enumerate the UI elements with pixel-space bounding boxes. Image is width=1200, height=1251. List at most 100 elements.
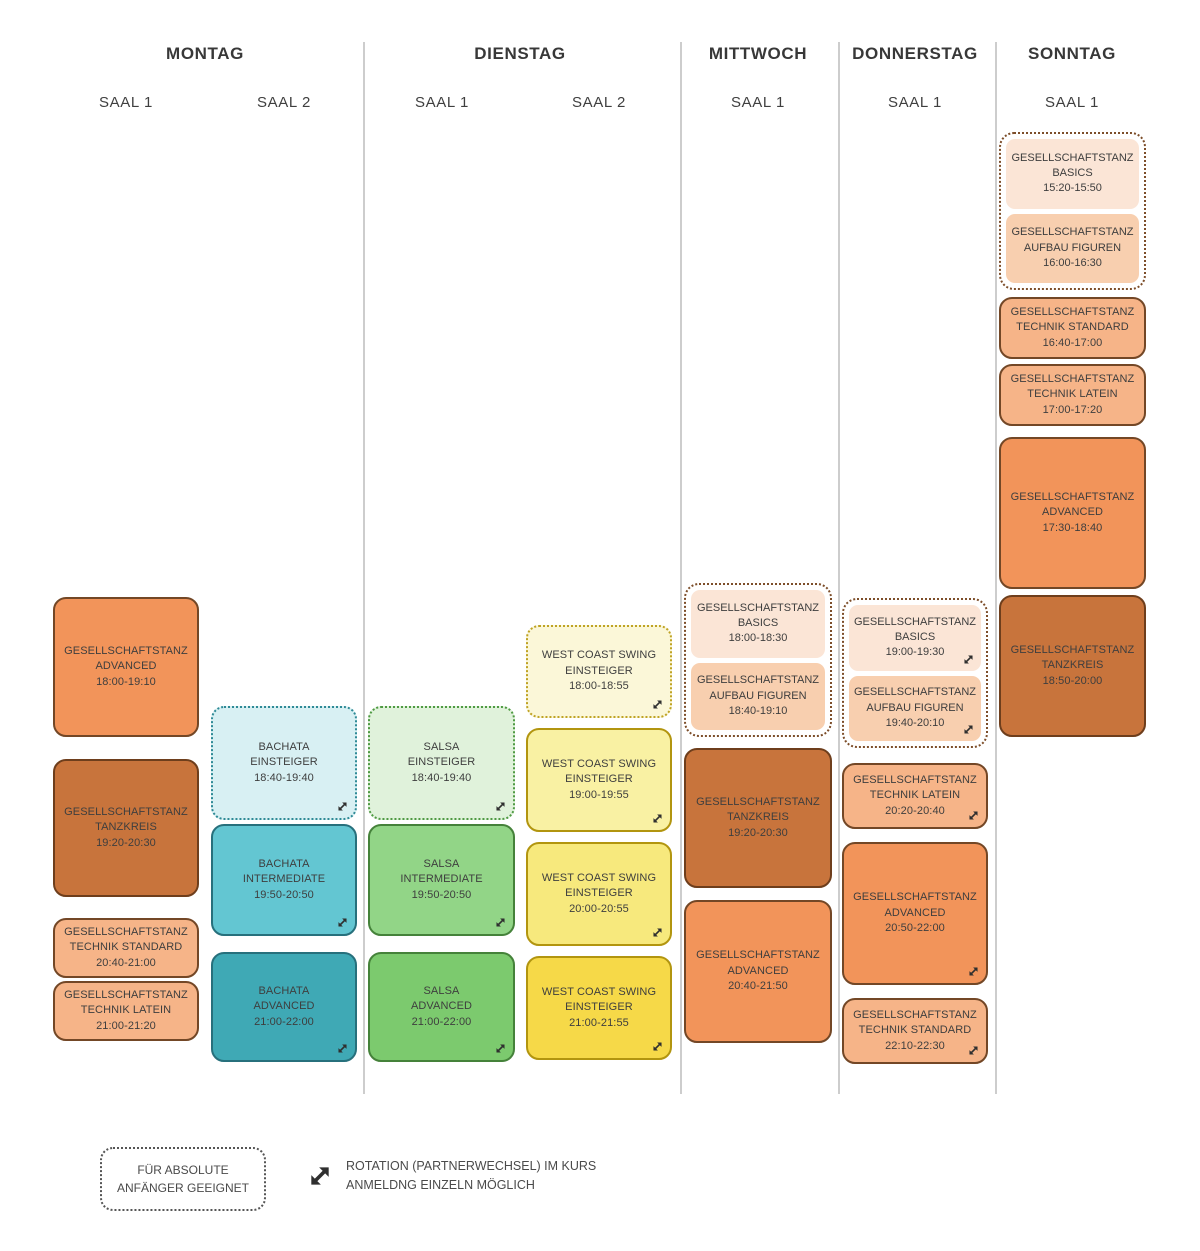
course-time: 17:00-17:20 [1042,403,1103,416]
course-title: WEST COAST SWING EINSTEIGER [541,757,657,786]
course-title: GESELLSCHAFTSTANZ TANZKREIS [1010,643,1135,672]
legend-rotation: ROTATION (PARTNERWECHSEL) IM KURS ANMELD… [306,1157,596,1196]
rotation-icon [338,1044,347,1053]
course-title: GESELLSCHAFTSTANZ AUFBAU FIGUREN [853,686,977,714]
course-time: 21:00-22:00 [254,1015,314,1028]
course-time: 20:50-22:00 [885,922,945,935]
rotation-icon [653,1042,662,1051]
course-time: 21:00-21:55 [569,1016,629,1029]
course-donnerstag-basics: GESELLSCHAFTSTANZ BASICS 19:00-19:30 [849,605,981,671]
course-montag-s2-bachata-einsteiger: BACHATA EINSTEIGER 18:40-19:40 [211,706,357,820]
course-title: GESELLSCHAFTSTANZ TECHNIK LATEIN [853,773,977,802]
course-title: SALSA EINSTEIGER [407,740,476,769]
course-title: GESELLSCHAFTSTANZ AUFBAU FIGUREN [696,674,820,702]
course-sonntag-advanced: GESELLSCHAFTSTANZ ADVANCED 17:30-18:40 [999,437,1146,589]
legend-rotation-text: ROTATION (PARTNERWECHSEL) IM KURS ANMELD… [346,1157,596,1196]
course-time: 18:40-19:40 [411,771,472,784]
course-time: 20:40-21:50 [728,980,788,993]
saal-label-montag-1: SAAL 1 [99,94,153,111]
course-title: GESELLSCHAFTSTANZ TECHNIK STANDARD [64,925,188,954]
course-time: 18:50-20:00 [1042,674,1103,687]
course-donnerstag-technik-standard: GESELLSCHAFTSTANZ TECHNIK STANDARD 22:10… [842,998,988,1064]
course-title: WEST COAST SWING EINSTEIGER [541,985,657,1014]
rotation-icon [964,725,973,734]
course-time: 19:50-20:50 [411,888,472,901]
rotation-icon [496,1044,505,1053]
course-title: BACHATA EINSTEIGER [250,740,318,769]
saal-label-montag-2: SAAL 2 [257,94,311,111]
rotation-icon [969,967,978,976]
rotation-icon [653,700,662,709]
legend-beginner-box: FÜR ABSOLUTE ANFÄNGER GEEIGNET [100,1147,266,1211]
saal-label-sonntag-1: SAAL 1 [1045,94,1099,111]
course-time: 18:00-18:30 [728,632,788,645]
course-time: 21:00-22:00 [411,1015,472,1028]
course-dienstag-s2-wcs-einsteiger-2000: WEST COAST SWING EINSTEIGER 20:00-20:55 [526,842,672,946]
course-time: 19:20-20:30 [96,836,156,849]
course-montag-s1-tanzkreis: GESELLSCHAFTSTANZ TANZKREIS 19:20-20:30 [53,759,199,897]
rotation-icon [496,802,505,811]
course-time: 20:20-20:40 [885,804,945,817]
course-time: 16:40-17:00 [1042,336,1103,349]
course-title: BACHATA INTERMEDIATE [242,857,326,886]
course-montag-s1-technik-standard: GESELLSCHAFTSTANZ TECHNIK STANDARD 20:40… [53,918,199,978]
course-montag-s2-bachata-advanced: BACHATA ADVANCED 21:00-22:00 [211,952,357,1062]
course-group-sonntag-basics-aufbau: GESELLSCHAFTSTANZ BASICS 15:20-15:50 GES… [999,132,1146,290]
course-dienstag-s1-salsa-advanced: SALSA ADVANCED 21:00-22:00 [368,952,515,1062]
course-title: GESELLSCHAFTSTANZ ADVANCED [1010,490,1135,519]
rotation-icon [969,811,978,820]
course-time: 20:00-20:55 [569,902,629,915]
legend-beginner-text: FÜR ABSOLUTE ANFÄNGER GEEIGNET [116,1163,250,1195]
course-donnerstag-advanced: GESELLSCHAFTSTANZ ADVANCED 20:50-22:00 [842,842,988,985]
course-title: GESELLSCHAFTSTANZ TECHNIK LATEIN [64,988,188,1017]
course-title: SALSA INTERMEDIATE [400,857,483,886]
day-separator [838,42,840,1094]
course-title: GESELLSCHAFTSTANZ BASICS [1011,151,1134,180]
course-donnerstag-technik-latein: GESELLSCHAFTSTANZ TECHNIK LATEIN 20:20-2… [842,763,988,829]
course-donnerstag-aufbau-figuren: GESELLSCHAFTSTANZ AUFBAU FIGUREN 19:40-2… [849,675,981,741]
course-title: GESELLSCHAFTSTANZ BASICS [696,601,820,630]
course-time: 18:40-19:10 [728,704,788,717]
course-sonntag-technik-latein: GESELLSCHAFTSTANZ TECHNIK LATEIN 17:00-1… [999,364,1146,426]
rotation-icon [964,654,973,664]
course-mittwoch-aufbau-figuren: GESELLSCHAFTSTANZ AUFBAU FIGUREN 18:40-1… [691,662,825,730]
rotation-icon [338,918,347,927]
course-title: GESELLSCHAFTSTANZ AUFBAU FIGUREN [1011,226,1134,254]
rotation-icon [338,802,347,811]
course-title: SALSA ADVANCED [410,984,473,1013]
course-title: GESELLSCHAFTSTANZ ADVANCED [64,644,188,673]
course-time: 21:00-21:20 [96,1019,156,1032]
course-group-donnerstag-basics-aufbau: GESELLSCHAFTSTANZ BASICS 19:00-19:30 GES… [842,598,988,748]
course-time: 19:20-20:30 [728,826,788,839]
rotation-icon [969,1046,978,1055]
saal-label-dienstag-1: SAAL 1 [415,94,469,111]
course-title: BACHATA ADVANCED [253,984,315,1013]
course-title: GESELLSCHAFTSTANZ TECHNIK STANDARD [853,1008,977,1037]
course-dienstag-s2-wcs-einsteiger-2100: WEST COAST SWING EINSTEIGER 21:00-21:55 [526,956,672,1060]
course-title: GESELLSCHAFTSTANZ TECHNIK STANDARD [1010,305,1135,334]
course-mittwoch-advanced: GESELLSCHAFTSTANZ ADVANCED 20:40-21:50 [684,900,832,1043]
course-time: 18:00-18:55 [569,680,629,693]
course-title: GESELLSCHAFTSTANZ BASICS [853,615,977,644]
rotation-icon [653,814,662,823]
day-header-mittwoch: MITTWOCH [708,44,808,63]
course-dienstag-s2-wcs-einsteiger-1800: WEST COAST SWING EINSTEIGER 18:00-18:55 [526,625,672,718]
course-time: 19:40-20:10 [885,716,945,729]
course-sonntag-aufbau-figuren: GESELLSCHAFTSTANZ AUFBAU FIGUREN 16:00-1… [1006,213,1139,283]
day-header-montag: MONTAG [166,44,244,63]
course-title: GESELLSCHAFTSTANZ TANZKREIS [696,795,820,824]
course-time: 15:20-15:50 [1043,182,1102,195]
course-time: 19:00-19:55 [569,788,629,801]
course-title: GESELLSCHAFTSTANZ ADVANCED [696,949,820,977]
course-time: 18:00-19:10 [96,675,156,688]
course-montag-s1-advanced: GESELLSCHAFTSTANZ ADVANCED 18:00-19:10 [53,597,199,737]
course-title: WEST COAST SWING EINSTEIGER [541,649,657,677]
course-montag-s2-bachata-intermediate: BACHATA INTERMEDIATE 19:50-20:50 [211,824,357,936]
rotation-icon [311,1167,329,1186]
saal-label-mittwoch-1: SAAL 1 [731,94,785,111]
legend-rotation-line2: ANMELDNG EINZELN MÖGLICH [346,1178,535,1193]
day-header-sonntag: SONNTAG [1028,44,1116,63]
course-time: 19:00-19:30 [885,646,945,659]
course-time: 22:10-22:30 [885,1039,945,1052]
